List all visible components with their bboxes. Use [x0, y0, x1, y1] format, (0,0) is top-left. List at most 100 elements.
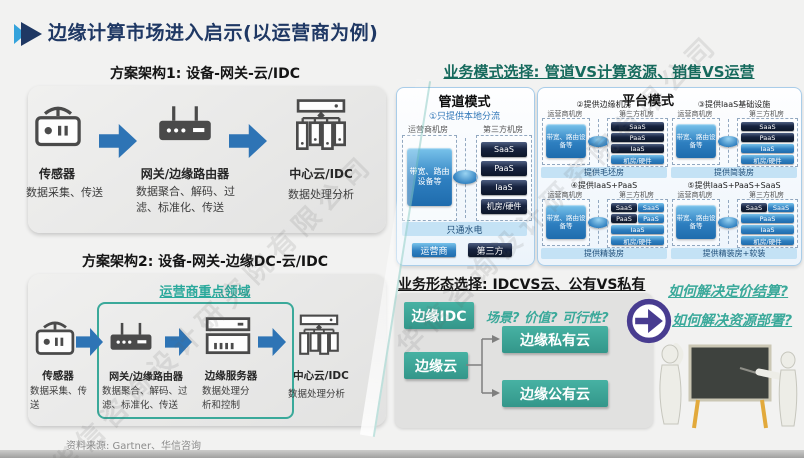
- edge-private-cloud-box: 边缘私有云: [502, 326, 608, 353]
- third-room-label: 第三方机房: [749, 110, 784, 118]
- third-room-box: SaaS PaaS IaaS 机房/硬件: [476, 135, 532, 221]
- stack-paas-split: PaaS PaaS: [611, 214, 664, 223]
- platform-quadrant-2: ②提供边缘机房 运营商机房 第三方机房 带宽、路由设备等 SaaS PaaS I…: [541, 99, 668, 178]
- arch2-node2-desc: 数据聚合、解码、过滤、标准化、传送: [102, 386, 188, 411]
- branch-connector: [466, 330, 502, 406]
- quadrant-bottom-bar: 提供精装房: [541, 248, 667, 259]
- pipeline-title: 管道模式: [438, 95, 491, 110]
- bandwidth-device-box: 带宽、路由设备等: [676, 205, 716, 239]
- stack-iaas: IaaS: [741, 225, 794, 234]
- pipeline-case-label: ①只提供本地分流: [428, 112, 501, 122]
- third-room-label: 第三方机房: [749, 191, 784, 199]
- router-icon: [108, 316, 154, 362]
- arch2-node4-desc: 数据处理分析: [288, 389, 346, 400]
- third-room-label: 第三方机房: [483, 125, 523, 134]
- cloud-idc-icon: [296, 312, 342, 362]
- arch1-node3-desc: 数据处理分析: [288, 188, 354, 201]
- edge-idc-box: 边缘IDC: [404, 302, 474, 329]
- stack-saas-third: SaaS: [611, 203, 637, 212]
- stack-paas: PaaS: [481, 161, 527, 176]
- stack-iaas: IaaS: [481, 180, 527, 195]
- stack-paas-third: PaaS: [611, 214, 637, 223]
- bandwidth-device-box: 带宽、路由设备等: [407, 148, 452, 206]
- quadrant-case-label: ⑤提供IaaS+PaaS+SaaS: [687, 181, 781, 190]
- edge-public-cloud-box: 边缘公有云: [502, 380, 608, 407]
- arch2-node3-desc: 数据处理分析和控制: [202, 386, 250, 411]
- legend-operator: 运营商: [412, 243, 456, 257]
- operator-focus-label: 运营商重点领域: [159, 285, 251, 300]
- third-room-box: SaaS PaaS IaaS 机房/硬件: [737, 118, 798, 167]
- arch2-node1-label: 传感器: [42, 370, 74, 382]
- sensor-icon: [33, 314, 77, 364]
- stack-iaas: IaaS: [741, 144, 794, 153]
- pipeline-bottom-bar: 只通水电: [402, 222, 527, 236]
- platform-quadrant-3: ③提供IaaS基础设施 运营商机房 第三方机房 带宽、路由设备等 SaaS Pa…: [671, 99, 798, 178]
- operator-room-box: 带宽、路由设备等: [542, 199, 590, 246]
- stack-iaas: IaaS: [611, 225, 664, 234]
- quadrant-bottom-bar: 提供简装房: [671, 167, 797, 178]
- third-room-label: 第三方机房: [619, 191, 654, 199]
- stack-room-hw: 机房/硬件: [741, 236, 794, 246]
- stack-paas: PaaS: [741, 133, 794, 142]
- bandwidth-device-box: 带宽、路由设备等: [546, 205, 586, 239]
- edge-server-icon: [203, 314, 253, 362]
- quadrant-case-label: ④提供IaaS+PaaS: [570, 181, 638, 190]
- network-disk-icon: [588, 136, 609, 147]
- platform-quadrant-4: ④提供IaaS+PaaS 运营商机房 第三方机房 带宽、路由设备等 SaaS S…: [541, 180, 668, 259]
- third-room-box: SaaS SaaS PaaS PaaS IaaS 机房/硬件: [607, 199, 668, 248]
- stack-paas: PaaS: [611, 133, 664, 142]
- platform-title: 平台模式: [621, 94, 674, 109]
- third-room-label: 第三方机房: [619, 110, 654, 118]
- stack-paas-operator: PaaS: [638, 214, 664, 223]
- arch2-title: 方案架构2: 设备-网关-边缘DC-云/IDC: [81, 254, 329, 270]
- stack-room-hw: 机房/硬件: [611, 155, 664, 165]
- legend-third-party: 第三方: [468, 243, 512, 257]
- operator-focus-box: [97, 302, 294, 419]
- source-note: 资料来源: Gartner、华信咨询: [66, 441, 202, 452]
- operator-room-box: 带宽、路由设备等: [672, 118, 720, 165]
- stack-iaas: IaaS: [611, 144, 664, 153]
- quadrant-bottom-bar: 提供精装房+软装: [671, 248, 797, 259]
- third-room-box: SaaS PaaS IaaS 机房/硬件: [607, 118, 668, 167]
- edge-cloud-box: 边缘云: [404, 352, 468, 379]
- operator-room-label: 运营商机房: [408, 125, 448, 134]
- stack-paas: PaaS: [741, 214, 794, 223]
- arch1-node3-label: 中心云/IDC: [289, 167, 353, 181]
- biz-model-title: 业务模式选择: 管道VS计算资源、销售VS运营: [443, 63, 755, 81]
- page-title: 边缘计算市场进入启示(以运营商为例): [48, 22, 379, 44]
- sensor-icon: [32, 98, 84, 156]
- bandwidth-device-box: 带宽、路由设备等: [676, 124, 716, 158]
- bottom-strip: [0, 450, 804, 458]
- callout-pricing: 如何解决定价结算?: [668, 284, 789, 300]
- circle-arrow-icon: [625, 297, 673, 349]
- stack-room-hw: 机房/硬件: [741, 155, 794, 165]
- bandwidth-device-box: 带宽、路由设备等: [546, 124, 586, 158]
- router-icon: [156, 98, 214, 154]
- arch1-node2-desc: 数据聚合、解码、过滤、标准化、传送: [136, 185, 235, 214]
- stack-room-hw: 机房/硬件: [481, 199, 527, 214]
- network-disk-icon: [588, 217, 609, 228]
- arch2-node4-label: 中心云/IDC: [293, 370, 349, 382]
- quadrant-bottom-bar: 提供毛坯房: [541, 167, 667, 178]
- platform-quadrant-5: ⑤提供IaaS+PaaS+SaaS 运营商机房 第三方机房 带宽、路由设备等 S…: [671, 180, 798, 259]
- network-disk-icon: [718, 136, 739, 147]
- cloud-idc-icon: [292, 96, 350, 158]
- operator-room-label: 运营商机房: [677, 191, 713, 199]
- stack-saas-operator: SaaS: [768, 203, 794, 212]
- arch2-node1-desc: 数据采集、传送: [30, 386, 88, 411]
- network-disk-icon: [453, 170, 478, 184]
- stack-saas: SaaS: [481, 142, 527, 157]
- stack-saas-split: SaaS SaaS: [741, 203, 794, 212]
- arch2-node3-label: 边缘服务器: [204, 370, 258, 382]
- title-chevron-icon: [14, 22, 44, 46]
- questions-text: 场景? 价值? 可行性?: [486, 311, 609, 326]
- stack-saas-third: SaaS: [741, 203, 767, 212]
- stack-saas: SaaS: [611, 122, 664, 131]
- operator-room-label: 运营商机房: [547, 110, 583, 118]
- third-room-box: SaaS SaaS PaaS IaaS 机房/硬件: [737, 199, 798, 248]
- stack-room-hw: 机房/硬件: [611, 236, 664, 246]
- operator-room-label: 运营商机房: [677, 110, 713, 118]
- operator-room-box: 带宽、路由设备等: [542, 118, 590, 165]
- stack-saas-split: SaaS SaaS: [611, 203, 664, 212]
